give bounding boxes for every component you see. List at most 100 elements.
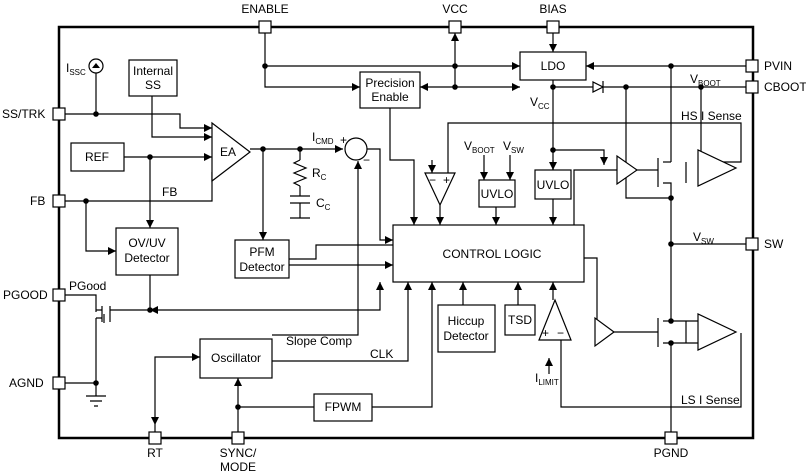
oscillator-block [199, 338, 273, 379]
label-pvin: PVIN [764, 59, 792, 73]
pin-sync-mode [231, 431, 245, 445]
signal-i-cmd: ICMD [312, 130, 334, 146]
signal-c-c: CC [316, 196, 331, 212]
tsd-label: TSD [508, 313, 532, 327]
signal-pgood: PGood [69, 279, 106, 293]
label-enable: ENABLE [241, 2, 288, 16]
ilimit-comparator [538, 298, 572, 341]
label-cboot: CBOOT [764, 80, 806, 94]
signal-slope-comp: Slope Comp [286, 334, 352, 348]
label-sync: SYNC/ [220, 446, 257, 460]
ref-label: REF [85, 150, 109, 164]
signal-v-cc: VCC [530, 95, 550, 111]
internal-ss-label-1: Internal [133, 64, 173, 78]
uvlo-vcc-block [534, 169, 572, 200]
pin-pgood [52, 288, 66, 302]
agnd-ground [86, 395, 106, 407]
precision-label-2: Enable [371, 90, 409, 104]
hiccup-label-2: Detector [443, 329, 488, 343]
label-sw: SW [764, 237, 784, 251]
pins [52, 20, 759, 445]
blocks [70, 51, 738, 422]
junction-dots [83, 63, 704, 410]
pfm-label-2: Detector [239, 260, 284, 274]
signal-labels: ISSC ICMD RC CC VBOOT VCC VBOOT VSW VSW … [66, 61, 742, 407]
fpwm-block [313, 393, 373, 422]
pgood-fet [96, 306, 116, 322]
signal-i-limit: ILIMIT [535, 371, 559, 387]
signal-clk: CLK [370, 347, 393, 361]
fpwm-label: FPWM [325, 400, 362, 414]
ls-gate-driver [594, 316, 616, 348]
label-vcc: VCC [442, 2, 468, 16]
block-labels: Internal SS REF EA OV/UV Detector PFM De… [85, 59, 569, 414]
internal-ss-block [128, 59, 178, 97]
ref-block [70, 142, 125, 172]
signal-hs-i-sense: HS I Sense [681, 109, 742, 123]
signal-v-boot-right: VBOOT [690, 72, 721, 88]
ovuv-label-2: Detector [124, 251, 169, 265]
uvlo-vcc-label: UVLO [537, 178, 570, 192]
diffamp-plus-sign: + [443, 173, 450, 187]
control-logic-block [392, 224, 585, 283]
pin-bias [546, 20, 560, 34]
pin-vcc [448, 20, 462, 34]
signal-ls-i-sense: LS I Sense [681, 393, 740, 407]
rc-resistor [292, 159, 308, 187]
error-amplifier [211, 121, 251, 183]
diffamp-minus-sign: − [429, 173, 436, 187]
label-pgnd: PGND [654, 446, 689, 460]
label-mode: MODE [220, 460, 256, 474]
ls-sense-amp [697, 313, 738, 351]
summing-junction [344, 137, 368, 161]
arrows [92, 33, 608, 425]
cc-capacitor [290, 195, 310, 211]
sum-plus-sign: + [340, 133, 347, 147]
uvlo-boot-label: UVLO [481, 187, 514, 201]
signal-fb: FB [162, 185, 177, 199]
ldo-block [519, 51, 587, 81]
sum-minus-sign: − [363, 153, 370, 167]
signal-r-c: RC [312, 166, 327, 182]
label-fb-pin: FB [30, 194, 45, 208]
boot-diode [592, 81, 605, 93]
internal-ss-label-2: SS [145, 78, 161, 92]
comparator-plus-sign: + [542, 326, 549, 340]
pin-enable [258, 20, 272, 34]
precision-enable-block [359, 71, 421, 109]
pin-pgnd [664, 431, 678, 445]
pfm-detector-block [234, 239, 290, 279]
hs-gate-driver [616, 154, 639, 186]
label-ss-trk: SS/TRK [2, 107, 45, 121]
hiccup-label-1: Hiccup [448, 314, 485, 328]
pin-ss-trk [52, 107, 66, 121]
ovuv-detector-block [115, 227, 179, 276]
hs-sense-amp [697, 149, 738, 187]
tsd-block [504, 304, 536, 336]
ovuv-label-1: OV/UV [128, 236, 165, 250]
control-logic-label: CONTROL LOGIC [443, 247, 542, 261]
label-rt: RT [147, 446, 163, 460]
ea-label: EA [220, 145, 236, 159]
signal-i-ssc: ISSC [66, 61, 86, 77]
pin-agnd [52, 376, 66, 390]
uvlo-boot-block [478, 179, 516, 208]
signal-v-boot-uvlo: VBOOT [464, 139, 495, 155]
hiccup-detector-block [437, 304, 496, 353]
oscillator-label: Oscillator [211, 351, 261, 365]
signal-v-sw-uvlo: VSW [503, 139, 524, 155]
pin-pvin [745, 59, 759, 73]
pin-fb [52, 194, 66, 208]
pin-rt [148, 431, 162, 445]
hs-diff-amp [424, 172, 456, 207]
precision-label-1: Precision [365, 76, 414, 90]
comparator-minus-sign: − [557, 326, 564, 340]
pin-cboot [745, 80, 759, 94]
pin-sw [745, 237, 759, 251]
label-bias: BIAS [539, 2, 566, 16]
signal-v-sw-right: VSW [693, 230, 714, 246]
pfm-label-1: PFM [249, 245, 274, 259]
label-pgood-pin: PGOOD [3, 288, 48, 302]
